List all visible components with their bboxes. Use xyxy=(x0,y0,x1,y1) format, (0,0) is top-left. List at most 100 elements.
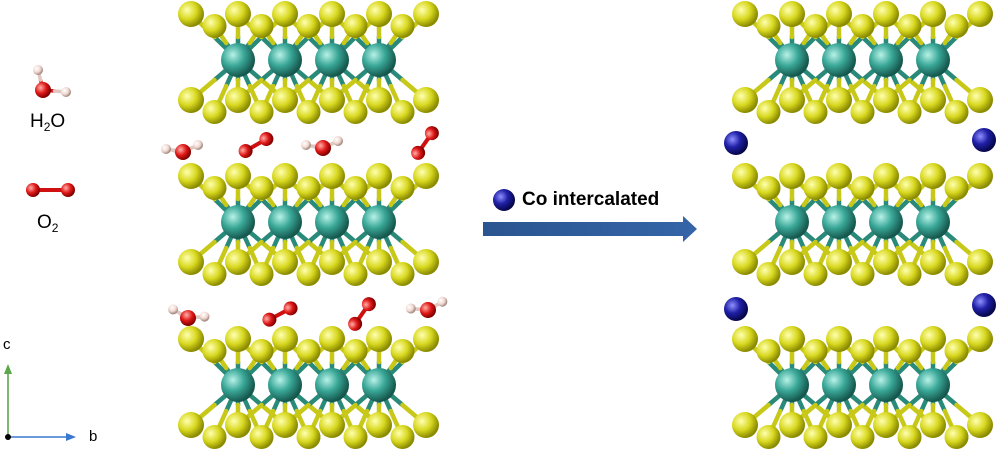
sulfur-atom xyxy=(944,262,969,286)
sulfur-atom xyxy=(944,425,969,449)
axis-indicator xyxy=(4,364,76,441)
sulfur-atom xyxy=(967,326,993,352)
sulfur-atom xyxy=(390,262,415,286)
sulfur-atom xyxy=(366,412,392,438)
co-intercalated-label: Co intercalated xyxy=(522,189,660,210)
sulfur-atom xyxy=(343,339,368,363)
hydrogen-atom xyxy=(193,140,203,150)
ms2-layer-right-2 xyxy=(732,163,993,286)
metal-atom xyxy=(268,205,302,239)
sulfur-atom xyxy=(202,339,227,363)
sulfur-atom xyxy=(850,339,875,363)
sulfur-atom xyxy=(850,425,875,449)
sulfur-atom xyxy=(920,163,946,189)
sulfur-atom xyxy=(390,339,415,363)
oxygen-molecule xyxy=(411,126,439,160)
sulfur-atom xyxy=(826,249,852,275)
sulfur-atom xyxy=(202,100,227,124)
sulfur-atom xyxy=(803,339,828,363)
hydrogen-atom xyxy=(405,303,416,314)
sulfur-atom xyxy=(897,425,922,449)
sulfur-atom xyxy=(732,412,758,438)
cobalt-atom xyxy=(724,297,748,321)
sulfur-atom xyxy=(920,1,946,27)
metal-atom xyxy=(775,43,809,77)
sulfur-atom xyxy=(296,339,321,363)
sulfur-atom xyxy=(390,425,415,449)
sulfur-atom xyxy=(873,163,899,189)
water-molecule xyxy=(161,140,203,160)
sulfur-atom xyxy=(897,176,922,200)
sulfur-atom xyxy=(850,14,875,38)
metal-atom xyxy=(268,368,302,402)
sulfur-atom xyxy=(366,163,392,189)
sulfur-atom xyxy=(249,176,274,200)
sulfur-atom xyxy=(779,163,805,189)
sulfur-atom xyxy=(920,87,946,113)
c-axis-arrowhead xyxy=(4,364,12,374)
metal-atom xyxy=(822,205,856,239)
oxygen-molecule xyxy=(262,301,298,327)
sulfur-atom xyxy=(920,249,946,275)
sulfur-atom xyxy=(826,87,852,113)
sulfur-atom xyxy=(803,425,828,449)
metal-atom xyxy=(315,43,349,77)
oxygen-legend-label: O2 xyxy=(37,212,59,235)
sulfur-atom xyxy=(225,326,251,352)
sulfur-atom xyxy=(803,14,828,38)
sulfur-atom xyxy=(343,425,368,449)
sulfur-atom xyxy=(272,326,298,352)
sulfur-atom xyxy=(920,326,946,352)
metal-atom xyxy=(315,205,349,239)
sulfur-atom xyxy=(296,262,321,286)
sulfur-atom xyxy=(178,412,204,438)
metal-atom xyxy=(362,368,396,402)
sulfur-atom xyxy=(366,249,392,275)
oxygen-atom xyxy=(424,126,439,141)
oxygen-atom xyxy=(420,302,436,318)
sulfur-atom xyxy=(920,412,946,438)
oxygen-atom xyxy=(361,297,376,312)
ms2-layer-left-1 xyxy=(178,1,439,124)
sulfur-atom xyxy=(390,100,415,124)
co-legend-atom xyxy=(493,189,515,211)
sulfur-atom xyxy=(178,1,204,27)
oxygen-atom xyxy=(26,183,40,197)
sulfur-atom xyxy=(873,1,899,27)
sulfur-atom xyxy=(343,100,368,124)
metal-atom xyxy=(268,43,302,77)
sulfur-atom xyxy=(850,100,875,124)
metal-atom xyxy=(869,368,903,402)
intercalated-co-atoms xyxy=(724,128,996,321)
oxygen-atom xyxy=(411,145,426,160)
sulfur-atom xyxy=(319,87,345,113)
sulfur-atom xyxy=(202,425,227,449)
sulfur-atom xyxy=(319,412,345,438)
legend-molecules xyxy=(26,65,75,197)
sulfur-atom xyxy=(967,249,993,275)
hydrogen-atom xyxy=(199,311,210,322)
ms2-layer-right-1 xyxy=(732,1,993,124)
water-legend-molecule xyxy=(33,65,71,98)
axis-origin xyxy=(5,434,11,440)
sulfur-atom xyxy=(732,87,758,113)
sulfur-atom xyxy=(319,326,345,352)
sulfur-atom xyxy=(178,87,204,113)
sulfur-atom xyxy=(319,163,345,189)
sulfur-atom xyxy=(944,14,969,38)
sulfur-atom xyxy=(803,262,828,286)
sulfur-atom xyxy=(756,100,781,124)
oxygen-molecule xyxy=(238,132,274,158)
sulfur-atom xyxy=(296,176,321,200)
water-molecule xyxy=(168,304,210,326)
sulfur-atom xyxy=(826,326,852,352)
sulfur-atom xyxy=(249,425,274,449)
metal-atom xyxy=(869,205,903,239)
sulfur-atom xyxy=(413,412,439,438)
sulfur-atom xyxy=(343,14,368,38)
sulfur-atom xyxy=(779,87,805,113)
metal-atom xyxy=(315,368,349,402)
sulfur-atom xyxy=(343,176,368,200)
sulfur-atom xyxy=(272,87,298,113)
sulfur-atom xyxy=(225,163,251,189)
